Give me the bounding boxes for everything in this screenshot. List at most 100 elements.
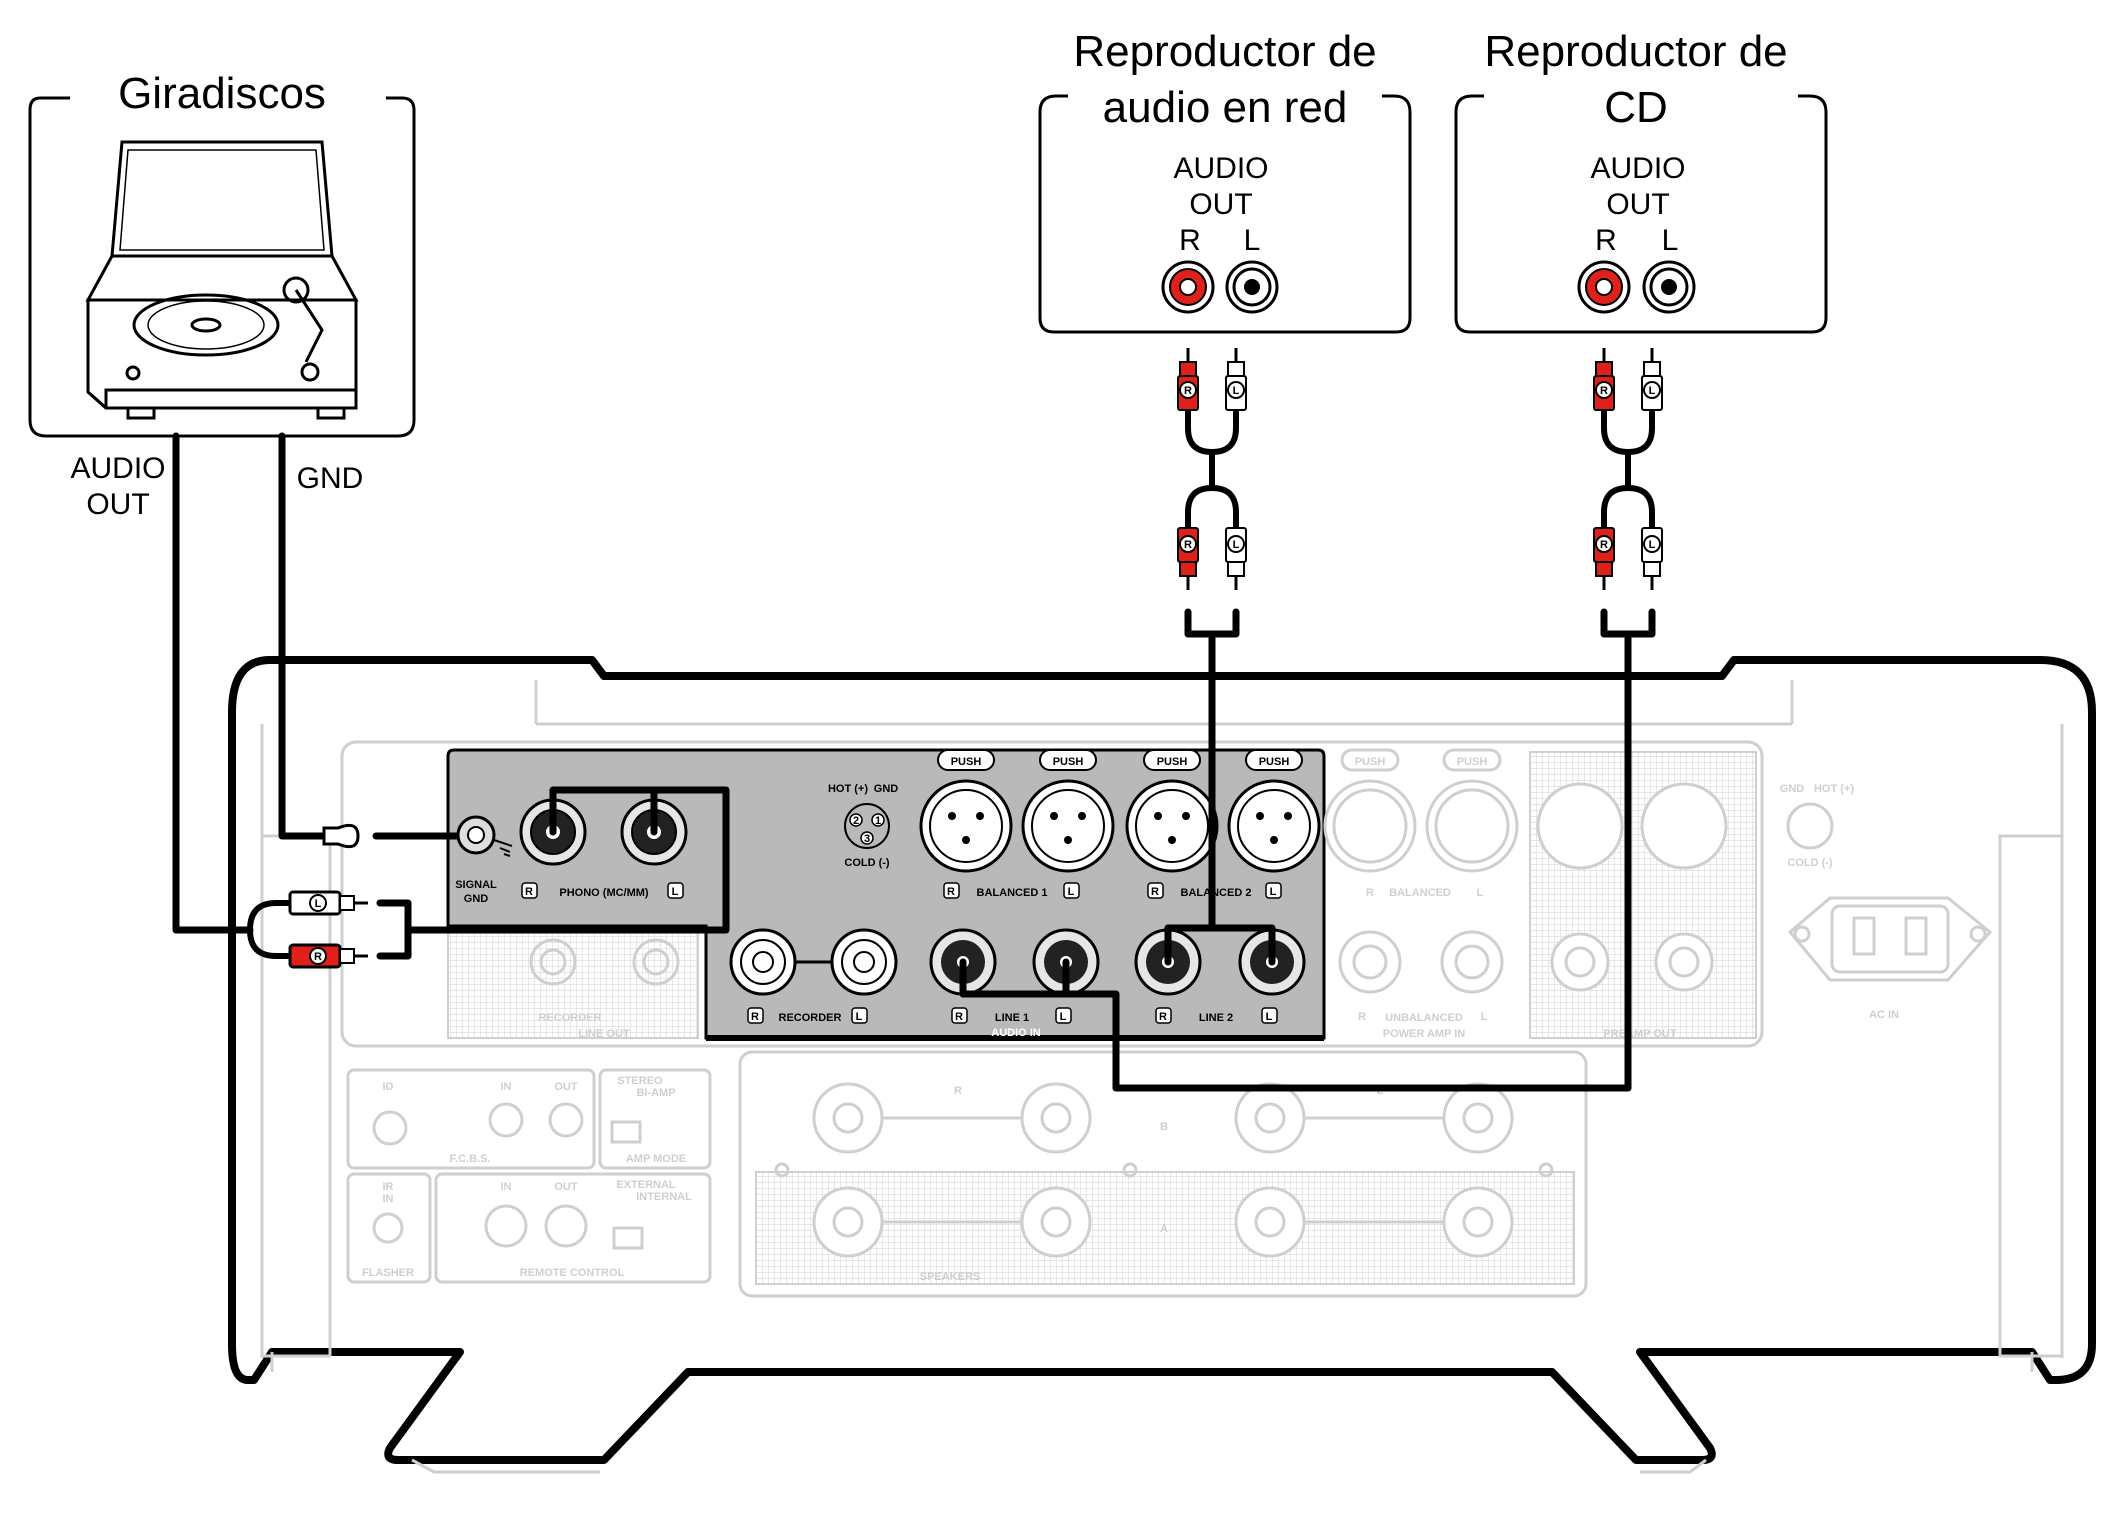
ghost-control-section: ID IN OUT F.C.B.S. STEREO BI-AMP AMP MOD… bbox=[346, 1068, 712, 1284]
amplifier-rear-panel: RECORDER LINE OUT SIGNAL GND R PHONO (MC… bbox=[228, 656, 2096, 1474]
line-out-recorder-label: RECORDER bbox=[539, 1012, 602, 1024]
line1-l-label: L bbox=[1060, 1011, 1067, 1023]
spk-r-label: R bbox=[954, 1085, 962, 1097]
spk-a-label: A bbox=[1160, 1223, 1168, 1235]
power-amp-in-label: POWER AMP IN bbox=[1383, 1028, 1466, 1040]
phono-r-plug-letter: R bbox=[314, 951, 322, 963]
ac-in-label: AC IN bbox=[1869, 1009, 1899, 1021]
bi-amp-label: BI-AMP bbox=[636, 1087, 675, 1099]
cd-player-r-label: R bbox=[1595, 224, 1617, 257]
phono-l-jack bbox=[620, 798, 688, 866]
phono-l-plug-letter: L bbox=[315, 898, 322, 910]
spk-b-label: B bbox=[1160, 1121, 1168, 1133]
cd-top-r-letter: R bbox=[1600, 385, 1608, 397]
np-top-r-letter: R bbox=[1184, 385, 1192, 397]
external-label: EXTERNAL bbox=[616, 1179, 676, 1191]
ac-inlet bbox=[1787, 896, 1993, 982]
ghost-r2-label: R bbox=[1358, 1011, 1366, 1023]
ir-in-label: IN bbox=[383, 1193, 394, 1205]
np-top-r-plug: R bbox=[1177, 348, 1199, 411]
remote-out-label: OUT bbox=[554, 1181, 578, 1193]
ghost-xlr-pin-diagram: GND HOT (+) COLD (-) bbox=[1780, 783, 1855, 869]
cd-player-audio-out-2: OUT bbox=[1606, 188, 1669, 221]
network-player-r-jack bbox=[1161, 260, 1215, 314]
cd-player-title-1: Reproductor de bbox=[1484, 27, 1787, 76]
np-bottom-r-letter: R bbox=[1184, 539, 1192, 551]
xlr-pin-1: 1 bbox=[875, 815, 881, 827]
balanced2-r-label: R bbox=[1151, 886, 1159, 898]
np-bottom-l-letter: L bbox=[1233, 539, 1240, 551]
network-player-audio-out-2: OUT bbox=[1189, 188, 1252, 221]
balanced2-l-label: L bbox=[1270, 886, 1277, 898]
turntable-box bbox=[28, 96, 416, 438]
balanced1-r-label: R bbox=[947, 886, 955, 898]
internal-label: INTERNAL bbox=[636, 1191, 692, 1203]
cd-bottom-l-plug: L bbox=[1641, 527, 1663, 590]
turntable-gnd-cable bbox=[278, 432, 328, 840]
network-player-title-2: audio en red bbox=[1103, 83, 1348, 132]
signal-gnd-label-2: GND bbox=[464, 893, 489, 905]
push-label: PUSH bbox=[1157, 756, 1188, 768]
xlr-cold-label: COLD (-) bbox=[844, 857, 890, 869]
stereo-label: STEREO bbox=[617, 1075, 663, 1087]
connector-area-outline bbox=[340, 740, 1764, 1048]
gnd-spade-lug bbox=[322, 823, 360, 849]
ir-label: IR bbox=[383, 1181, 394, 1193]
balanced2-l-xlr: PUSH bbox=[1227, 749, 1321, 873]
ghost-xlr-hot: HOT (+) bbox=[1814, 783, 1854, 795]
recorder-r-label: R bbox=[751, 1011, 759, 1023]
preamp-out-label: PREAMP OUT bbox=[1603, 1028, 1676, 1040]
push-label: PUSH bbox=[1259, 756, 1290, 768]
cd-top-r-plug: R bbox=[1593, 348, 1615, 411]
id-label: ID bbox=[383, 1081, 394, 1093]
cd-bottom-r-letter: R bbox=[1600, 539, 1608, 551]
cd-player-l-label: L bbox=[1662, 224, 1679, 257]
balanced1-label: BALANCED 1 bbox=[977, 887, 1048, 899]
turntable-title: Giradiscos bbox=[118, 69, 326, 118]
cd-player-device: Reproductor de CD AUDIO OUT R L bbox=[1454, 27, 1828, 334]
amp-mode-label: AMP MODE bbox=[626, 1153, 686, 1165]
ghost-balanced-label: BALANCED bbox=[1389, 887, 1451, 899]
cables: L R R bbox=[172, 348, 1663, 1092]
balanced1-r-xlr: PUSH bbox=[919, 749, 1013, 873]
line-out-label: LINE OUT bbox=[578, 1028, 630, 1040]
balanced1-l-label: L bbox=[1068, 886, 1075, 898]
cd-bottom-r-plug: R bbox=[1593, 527, 1615, 590]
ghost-xlr-cold: COLD (-) bbox=[1787, 857, 1833, 869]
cd-player-box bbox=[1454, 94, 1828, 334]
phono-r-label: R bbox=[525, 886, 533, 898]
recorder-r-jack bbox=[729, 928, 797, 996]
recorder-l-label: L bbox=[856, 1011, 863, 1023]
recorder-l-jack bbox=[830, 928, 898, 996]
fcbs-label: F.C.B.S. bbox=[450, 1153, 491, 1165]
push-label: PUSH bbox=[1053, 756, 1084, 768]
remote-in-label: IN bbox=[501, 1181, 512, 1193]
xlr-pin-3: 3 bbox=[864, 833, 870, 845]
line2-l-label: L bbox=[1266, 1011, 1273, 1023]
balanced2-label: BALANCED 2 bbox=[1181, 887, 1252, 899]
amplifier-outline bbox=[228, 656, 2096, 1464]
np-top-l-letter: L bbox=[1233, 385, 1240, 397]
cd-bottom-l-letter: L bbox=[1649, 539, 1656, 551]
line1-label: LINE 1 bbox=[995, 1012, 1029, 1024]
cd-player-r-jack bbox=[1577, 260, 1631, 314]
fcbs-out-label: OUT bbox=[554, 1081, 578, 1093]
xlr-pin-2: 2 bbox=[853, 815, 859, 827]
speaker-area-outline bbox=[738, 1050, 1588, 1298]
phono-cable-route bbox=[404, 786, 730, 934]
push-label: PUSH bbox=[1457, 756, 1488, 768]
turntable-gnd-label: GND bbox=[297, 462, 364, 495]
ghost-balanced-xlrs: PUSH PUSH R BALANCED L R UNBALANCED L PO… bbox=[1323, 748, 1519, 1040]
push-label: PUSH bbox=[951, 756, 982, 768]
speakers-label: SPEAKERS bbox=[920, 1271, 981, 1283]
phono-r-plug: R bbox=[288, 943, 368, 969]
network-player-cable: R L R L bbox=[1164, 348, 1276, 966]
network-player-box bbox=[1038, 94, 1412, 334]
network-player-device: Reproductor de audio en red AUDIO OUT R … bbox=[1038, 27, 1412, 334]
turntable-audio-out-2: OUT bbox=[86, 488, 149, 521]
cd-player-cable: R L R L bbox=[959, 348, 1663, 1092]
line1-r-label: R bbox=[955, 1011, 963, 1023]
network-player-title-1: Reproductor de bbox=[1073, 27, 1376, 76]
network-player-l-jack bbox=[1225, 260, 1279, 314]
